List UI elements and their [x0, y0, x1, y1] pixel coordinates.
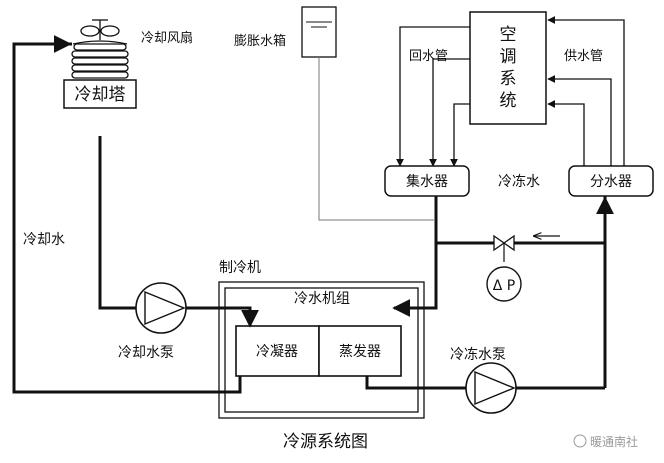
- chiller-unit-label: 冷水机组: [294, 291, 350, 307]
- chilled-water-pump-icon: [465, 362, 517, 414]
- chilled-water-label: 冷冻水: [498, 173, 540, 190]
- watermark-text: 暖通南社: [590, 434, 638, 449]
- evaporator-label: 蒸发器: [339, 344, 381, 360]
- expansion-tank-label: 膨胀水箱: [234, 33, 286, 49]
- watermark: 暖通南社: [573, 434, 638, 449]
- condenser-label: 冷凝器: [256, 344, 298, 360]
- cooling-tower: 冷却塔: [63, 19, 137, 109]
- supply-pipes: [547, 16, 625, 166]
- evaporator-box: [318, 325, 402, 377]
- chiller-room-outer: [218, 281, 425, 419]
- chiller-room-inner: [224, 287, 419, 413]
- distributor-box: [568, 165, 654, 197]
- collector-label: 集水器: [406, 173, 448, 190]
- expansion-pipe: [318, 57, 434, 221]
- ac-system-box: [469, 11, 547, 125]
- supply-pipe-label: 供水管: [564, 49, 603, 64]
- cooling-tower-label: 冷却塔: [75, 85, 126, 105]
- return-pipes: [396, 26, 470, 167]
- collector-box: [384, 165, 470, 197]
- ac-system-char-2: 调: [500, 47, 517, 67]
- delta-p-label: Δ P: [493, 278, 515, 294]
- chiller-room-label: 制冷机: [219, 260, 261, 276]
- return-pipe-label: 回水管: [409, 49, 448, 64]
- diagram-title: 冷源系统图: [283, 432, 368, 452]
- ac-system-char-1: 空: [500, 25, 517, 45]
- cooling-water-pump-icon: [135, 282, 187, 334]
- cooling-tower-basin: [63, 79, 137, 109]
- delta-p-sensor-icon: [486, 266, 522, 302]
- cooling-fan-label: 冷却风扇: [141, 30, 193, 46]
- bypass-valve-icon: [493, 234, 515, 262]
- cooling-water-pump-label: 冷却水泵: [118, 345, 174, 361]
- chilled-water-pump-label: 冷冻水泵: [450, 346, 506, 363]
- cooling-fan-icon: [80, 19, 120, 40]
- ac-system-char-4: 统: [500, 91, 517, 111]
- expansion-tank: [301, 6, 337, 58]
- distributor-label: 分水器: [590, 174, 632, 190]
- cooling-water-label: 冷却水: [23, 232, 65, 248]
- ac-system-char-3: 系: [500, 69, 517, 89]
